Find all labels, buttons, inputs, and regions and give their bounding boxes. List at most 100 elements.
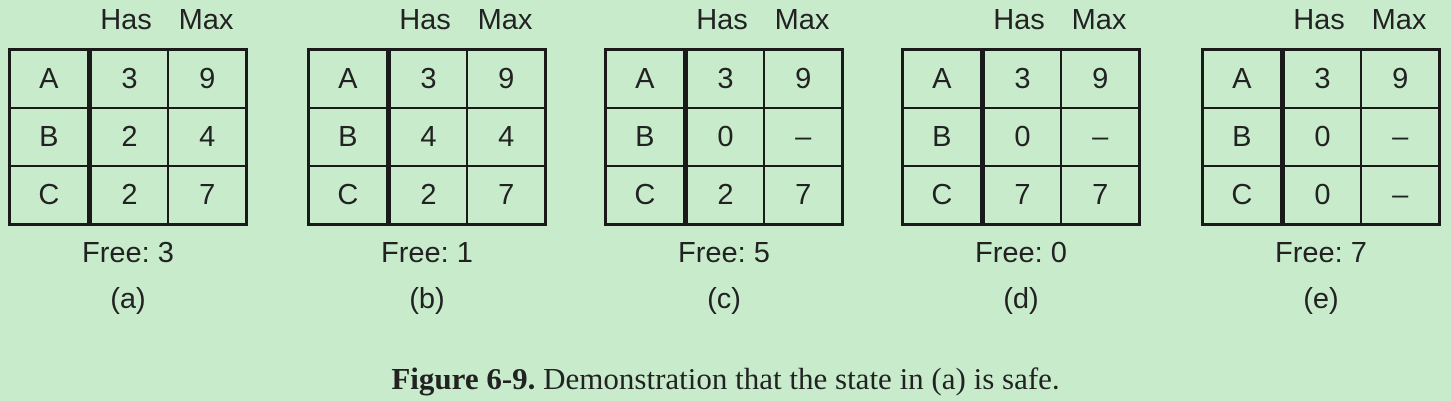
max-cell: 9 xyxy=(167,48,248,109)
free-value: 3 xyxy=(157,237,174,269)
has-cell: 0 xyxy=(684,107,766,167)
has-column-header: Has xyxy=(696,4,748,36)
free-label: Free: xyxy=(678,237,746,269)
state-panel-c: Has Max A 3 9 B 0 – C 2 7 Free: 5 (c) xyxy=(604,0,844,330)
has-cell: 2 xyxy=(387,165,469,226)
table-row: C 2 7 xyxy=(604,165,844,226)
state-panel-a: Has Max A 3 9 B 2 4 C 2 7 Free: 3 (a) xyxy=(8,0,248,330)
max-cell: – xyxy=(763,107,844,167)
has-cell: 2 xyxy=(684,165,766,226)
max-cell: 7 xyxy=(763,165,844,226)
state-panel-e: Has Max A 3 9 B 0 – C 0 – Free: 7 (e) xyxy=(1201,0,1441,330)
has-cell: 0 xyxy=(1281,165,1363,226)
table-row: C 7 7 xyxy=(901,165,1141,226)
free-label: Free: xyxy=(381,237,449,269)
process-cell: B xyxy=(1201,107,1285,167)
free-resources: Free: 1 xyxy=(307,236,547,270)
has-column-header: Has xyxy=(100,4,152,36)
state-table: A 3 9 B 2 4 C 2 7 xyxy=(8,48,248,226)
table-row: B 0 – xyxy=(901,107,1141,167)
free-resources: Free: 7 xyxy=(1201,236,1441,270)
max-cell: 7 xyxy=(466,165,547,226)
has-cell: 0 xyxy=(1281,107,1363,167)
process-cell: A xyxy=(1201,48,1285,109)
free-label: Free: xyxy=(975,237,1043,269)
has-column-header: Has xyxy=(399,4,451,36)
table-row: B 2 4 xyxy=(8,107,248,167)
process-cell: C xyxy=(1201,165,1285,226)
free-value: 1 xyxy=(456,237,473,269)
has-cell: 3 xyxy=(981,48,1063,109)
free-value: 0 xyxy=(1050,237,1067,269)
has-column-header: Has xyxy=(1293,4,1345,36)
process-cell: A xyxy=(901,48,985,109)
has-cell: 2 xyxy=(88,107,170,167)
figure-number: Figure 6-9. xyxy=(391,361,536,396)
max-column-header: Max xyxy=(477,4,533,36)
max-cell: – xyxy=(1360,107,1441,167)
process-cell: B xyxy=(604,107,688,167)
table-row: C 2 7 xyxy=(307,165,547,226)
state-table: A 3 9 B 0 – C 0 – xyxy=(1201,48,1441,226)
table-row: A 3 9 xyxy=(604,48,844,109)
state-table: A 3 9 B 0 – C 7 7 xyxy=(901,48,1141,226)
max-cell: 9 xyxy=(763,48,844,109)
panel-label: (d) xyxy=(1003,283,1039,315)
max-column-header: Max xyxy=(774,4,830,36)
process-cell: A xyxy=(604,48,688,109)
caption-text: Demonstration that the state in (a) is s… xyxy=(543,361,1060,396)
has-cell: 2 xyxy=(88,165,170,226)
max-cell: 4 xyxy=(167,107,248,167)
free-label: Free: xyxy=(82,237,150,269)
panel-label: (a) xyxy=(110,283,146,315)
free-resources: Free: 0 xyxy=(901,236,1141,270)
process-cell: C xyxy=(901,165,985,226)
table-row: B 0 – xyxy=(604,107,844,167)
process-cell: B xyxy=(8,107,92,167)
process-cell: C xyxy=(604,165,688,226)
process-cell: C xyxy=(8,165,92,226)
max-column-header: Max xyxy=(1071,4,1127,36)
free-resources: Free: 5 xyxy=(604,236,844,270)
figure-caption: Figure 6-9. Demonstration that the state… xyxy=(0,360,1451,398)
state-table: A 3 9 B 4 4 C 2 7 xyxy=(307,48,547,226)
max-cell: 4 xyxy=(466,107,547,167)
table-row: A 3 9 xyxy=(8,48,248,109)
process-cell: A xyxy=(307,48,391,109)
max-cell: – xyxy=(1060,107,1141,167)
has-column-header: Has xyxy=(993,4,1045,36)
table-row: C 0 – xyxy=(1201,165,1441,226)
max-cell: – xyxy=(1360,165,1441,226)
max-cell: 9 xyxy=(466,48,547,109)
has-cell: 0 xyxy=(981,107,1063,167)
state-table: A 3 9 B 0 – C 2 7 xyxy=(604,48,844,226)
max-cell: 9 xyxy=(1060,48,1141,109)
free-resources: Free: 3 xyxy=(8,236,248,270)
max-column-header: Max xyxy=(1371,4,1427,36)
free-label: Free: xyxy=(1275,237,1343,269)
state-panel-d: Has Max A 3 9 B 0 – C 7 7 Free: 0 (d) xyxy=(901,0,1141,330)
process-cell: B xyxy=(901,107,985,167)
process-cell: B xyxy=(307,107,391,167)
panel-label: (e) xyxy=(1303,283,1339,315)
table-row: B 0 – xyxy=(1201,107,1441,167)
has-cell: 3 xyxy=(387,48,469,109)
free-value: 7 xyxy=(1350,237,1367,269)
table-row: B 4 4 xyxy=(307,107,547,167)
has-cell: 3 xyxy=(1281,48,1363,109)
max-column-header: Max xyxy=(178,4,234,36)
max-cell: 7 xyxy=(1060,165,1141,226)
panel-label: (c) xyxy=(707,283,741,315)
process-cell: C xyxy=(307,165,391,226)
table-row: C 2 7 xyxy=(8,165,248,226)
panel-label: (b) xyxy=(409,283,445,315)
table-row: A 3 9 xyxy=(307,48,547,109)
has-cell: 3 xyxy=(88,48,170,109)
has-cell: 4 xyxy=(387,107,469,167)
process-cell: A xyxy=(8,48,92,109)
max-cell: 9 xyxy=(1360,48,1441,109)
has-cell: 3 xyxy=(684,48,766,109)
table-row: A 3 9 xyxy=(901,48,1141,109)
max-cell: 7 xyxy=(167,165,248,226)
state-panel-b: Has Max A 3 9 B 4 4 C 2 7 Free: 1 (b) xyxy=(307,0,547,330)
